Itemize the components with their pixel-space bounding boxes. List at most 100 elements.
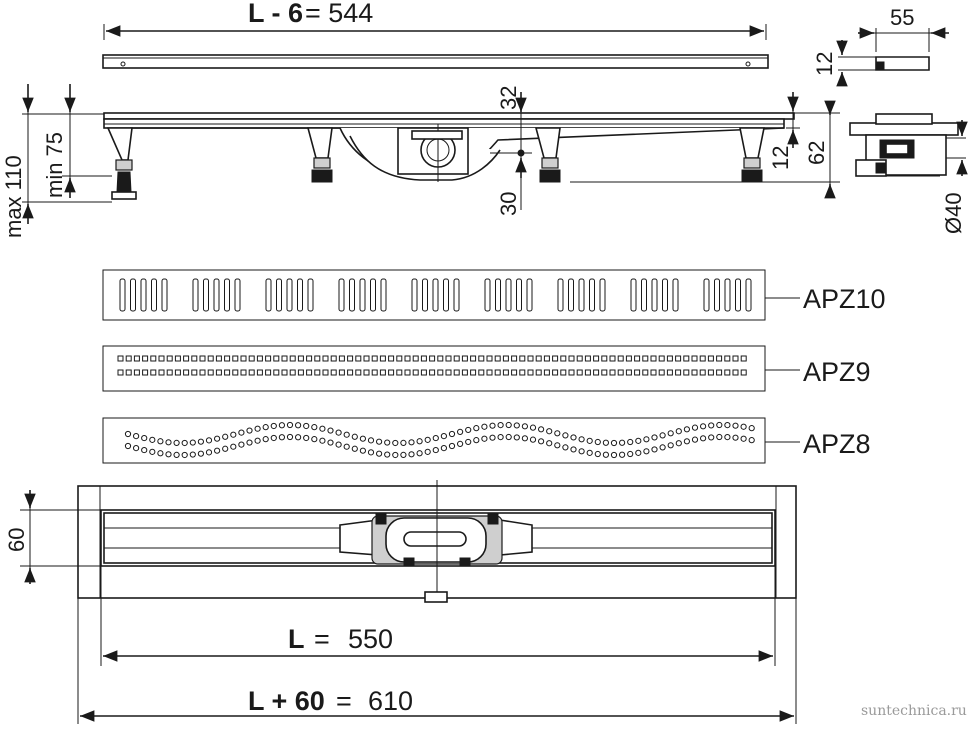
grating-dot: [197, 450, 204, 457]
grating-square: [584, 355, 591, 362]
grating-slot: [140, 278, 147, 312]
grating-square: [158, 369, 165, 376]
grating-square: [117, 369, 124, 376]
grating-dot: [489, 434, 496, 441]
grating-dot: [367, 449, 375, 456]
grating-dot: [149, 436, 156, 443]
grating-dot: [594, 450, 601, 458]
grating-square: [560, 355, 567, 362]
grating-square: [634, 355, 641, 362]
grating-dot: [416, 450, 423, 457]
grating-dot: [521, 423, 529, 430]
grating-square: [330, 355, 337, 362]
grating-dot: [521, 435, 529, 442]
grating-dot: [124, 442, 132, 450]
grating-dot: [513, 422, 520, 429]
grating-dot: [675, 428, 682, 435]
grating-dot: [651, 434, 658, 441]
grating-square: [338, 369, 345, 376]
grating-square: [273, 369, 280, 376]
grating-square: [297, 355, 304, 362]
grating-square: [732, 369, 739, 376]
grating-dot: [627, 438, 634, 446]
grating-dot: [724, 422, 731, 429]
grating-square: [658, 369, 665, 376]
grating-dot: [165, 439, 172, 446]
grating-square: [535, 355, 542, 362]
grating-slot: [703, 278, 710, 312]
grating-dot: [327, 427, 334, 434]
grating-square: [617, 369, 624, 376]
grating-dot: [481, 423, 488, 430]
grating-dot: [343, 431, 350, 438]
grating-square: [461, 369, 468, 376]
grating-apz10-label: APZ10: [803, 284, 886, 314]
grating-dot: [473, 437, 480, 444]
grating-dot: [667, 442, 674, 449]
grating-slot: [484, 278, 491, 312]
grating-square: [699, 355, 706, 362]
grating-slot: [224, 278, 230, 312]
leg-1: [106, 127, 137, 200]
grating-slot: [203, 278, 209, 312]
grating-square: [666, 369, 673, 376]
grating-square: [256, 369, 263, 376]
grating-square: [642, 369, 649, 376]
grating-dot: [205, 437, 213, 444]
grating-slot: [359, 278, 366, 312]
grating-square: [666, 355, 673, 362]
grating-dot: [643, 448, 650, 455]
grating-dot: [400, 451, 407, 458]
grating-slot: [213, 278, 220, 312]
grating-square: [576, 369, 583, 376]
length-l-value: 550: [348, 624, 393, 654]
grating-square: [338, 355, 345, 362]
grating-slot: [505, 278, 512, 312]
grating-square: [224, 369, 231, 376]
grating-dot: [327, 439, 334, 446]
grating-dot: [351, 445, 358, 452]
grating-dot: [594, 438, 601, 446]
grating-square: [716, 355, 723, 362]
grating-square: [658, 355, 665, 362]
grating-dot: [708, 434, 715, 441]
grating-dot: [311, 424, 318, 431]
grating-square: [732, 355, 739, 362]
grating-square: [552, 355, 559, 362]
grating-dot: [675, 440, 682, 447]
grating-square: [609, 369, 616, 376]
grating-square: [675, 355, 682, 362]
grating-dot: [295, 434, 302, 441]
grating-dot: [149, 448, 156, 455]
grating-square: [584, 369, 591, 376]
side-height-label: 12: [812, 52, 837, 76]
grating-square: [166, 369, 173, 376]
grating-dot: [667, 430, 674, 437]
grating-square: [215, 369, 222, 376]
grating-square: [601, 355, 608, 362]
min-height-label: min 75: [42, 132, 67, 198]
grating-dot: [578, 448, 585, 455]
grating-square: [125, 355, 132, 362]
grating-dot: [748, 437, 755, 444]
grating-square: [322, 355, 329, 362]
grating-square: [273, 355, 280, 362]
grating-square: [691, 355, 698, 362]
grating-slot: [599, 278, 606, 312]
grating-dot: [165, 451, 172, 458]
leg-3: [534, 127, 561, 183]
grating-slot: [307, 278, 314, 312]
grating-square: [535, 369, 542, 376]
grating-slot: [265, 278, 272, 312]
grating-square: [240, 369, 247, 376]
grating-square: [232, 355, 239, 362]
grating-square: [420, 369, 427, 376]
grating-dot: [481, 435, 488, 442]
grating-square: [511, 369, 518, 376]
grating-slot: [568, 278, 574, 312]
grating-dot: [457, 440, 464, 447]
grating-dot: [359, 435, 366, 442]
grating-slot: [589, 278, 595, 312]
height-32-label: 32: [496, 86, 521, 110]
grating-square: [363, 355, 370, 362]
